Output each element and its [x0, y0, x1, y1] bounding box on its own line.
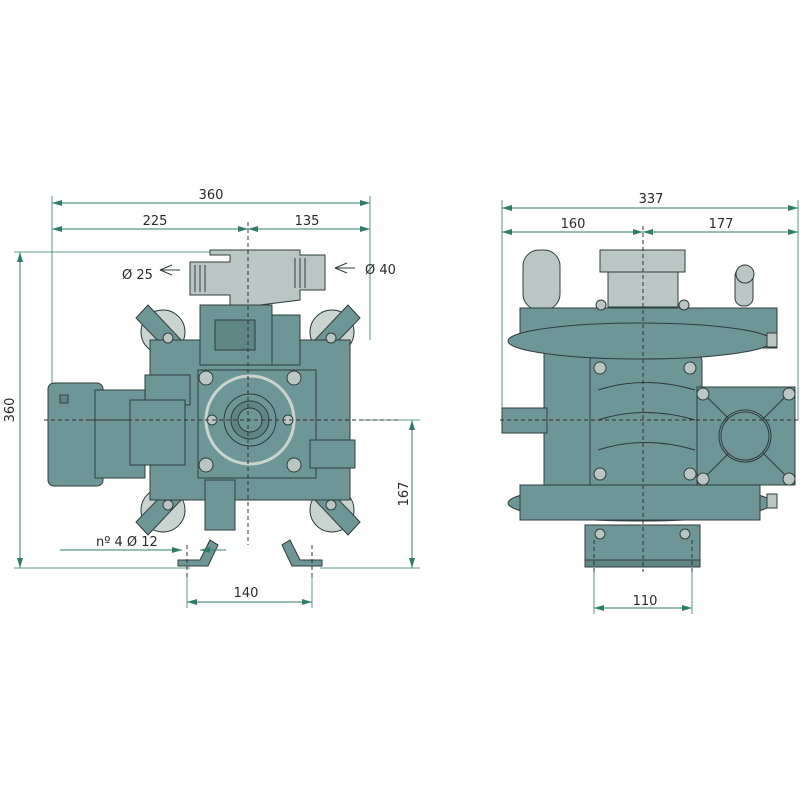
- dim-side-overall-depth: 337: [639, 192, 664, 207]
- side-pump-body: [501, 249, 796, 568]
- dim-front-right-offset: 135: [295, 214, 320, 229]
- dim-front-overall-width: 360: [199, 188, 224, 203]
- dim-mounting-spacing: 140: [234, 586, 259, 601]
- dim-front-overall-height: 360: [3, 398, 18, 423]
- outlet-diameter-label: Ø 25: [122, 268, 153, 283]
- side-view: 337 160 177 110: [500, 192, 800, 614]
- dim-side-rear-offset: 177: [709, 217, 734, 232]
- front-view: 360 225 135 Ø 25 Ø 40 360 167 nº 4 Ø 12 …: [3, 188, 420, 608]
- front-pump-body: [47, 249, 361, 567]
- dim-side-front-offset: 160: [561, 217, 586, 232]
- dim-front-left-offset: 225: [143, 214, 168, 229]
- inlet-diameter-label: Ø 40: [365, 263, 396, 278]
- mounting-holes-label: nº 4 Ø 12: [96, 535, 158, 550]
- dim-shaft-height: 167: [397, 482, 412, 507]
- dim-base-spacing: 110: [633, 594, 658, 609]
